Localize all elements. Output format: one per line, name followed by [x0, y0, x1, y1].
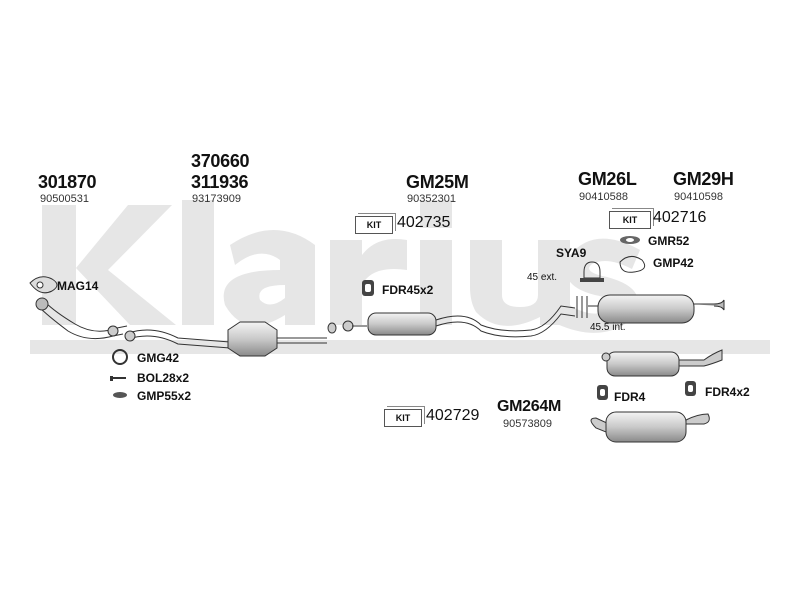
header-col1-code: 301870: [38, 172, 97, 192]
header-col4-oe: 90410588: [579, 191, 628, 203]
kit-badge-2: KIT: [609, 211, 651, 229]
label-fdr45: FDR45x2: [382, 283, 434, 297]
catalyst-pipe-icon: [124, 321, 337, 357]
header-col3-code: GM25M: [406, 172, 469, 192]
label-sya9: SYA9: [556, 246, 587, 260]
sya9-clamp-icon: [580, 261, 604, 282]
gmg42-ring-icon: [112, 349, 128, 365]
rear-silencer-icon: [576, 294, 725, 324]
header-col2-oe: 93173909: [192, 193, 241, 205]
bol28-bolt-icon: [110, 376, 126, 381]
fdr45-hanger-icon: [362, 280, 374, 296]
label-gmp55: GMP55x2: [137, 389, 192, 403]
header-col1-oe: 90500531: [40, 193, 89, 205]
gmr52-ring-icon: [620, 236, 640, 244]
label-ext: 45 ext.: [527, 272, 558, 283]
kit-number-1: 402735: [397, 214, 451, 231]
gmp42-gasket-icon: [619, 256, 646, 273]
label-gmg42: GMG42: [137, 351, 180, 365]
mag14-gasket-icon: [29, 276, 58, 294]
kit-number-2: 402716: [653, 209, 707, 226]
centre-silencer-icon: [342, 305, 576, 338]
label-bol28: BOL28x2: [137, 371, 190, 385]
label-mag14: MAG14: [57, 279, 99, 293]
header-col2-code-top: 370660: [191, 151, 250, 171]
label-gmp42: GMP42: [653, 256, 694, 270]
alt-rear-oe: 90573809: [503, 418, 552, 430]
fdr4-hanger-icon: [597, 385, 608, 400]
alt-silencer-1-icon: [601, 349, 723, 377]
header-col4-code: GM26L: [578, 169, 637, 189]
header-col3-oe: 90352301: [407, 193, 456, 205]
label-fdr4: FDR4: [614, 390, 646, 404]
label-int: 45.5 int.: [590, 322, 626, 333]
front-pipe-icon: [35, 297, 128, 340]
label-gmr52: GMR52: [648, 234, 690, 248]
header-col5-oe: 90410598: [674, 191, 723, 203]
kit-number-3: 402729: [426, 407, 480, 424]
alt-rear-code: GM264M: [497, 398, 561, 415]
kit-badge-3: KIT: [384, 409, 422, 427]
alt-silencer-2-icon: [590, 411, 710, 443]
kit-badge-1: KIT: [355, 216, 393, 234]
header-col2-code: 311936: [191, 172, 249, 192]
gmp55-gasket-icon: [113, 392, 127, 398]
header-col5-code: GM29H: [673, 169, 734, 189]
label-fdr4x2: FDR4x2: [705, 385, 750, 399]
fdr4x2-hanger-icon: [685, 381, 696, 396]
